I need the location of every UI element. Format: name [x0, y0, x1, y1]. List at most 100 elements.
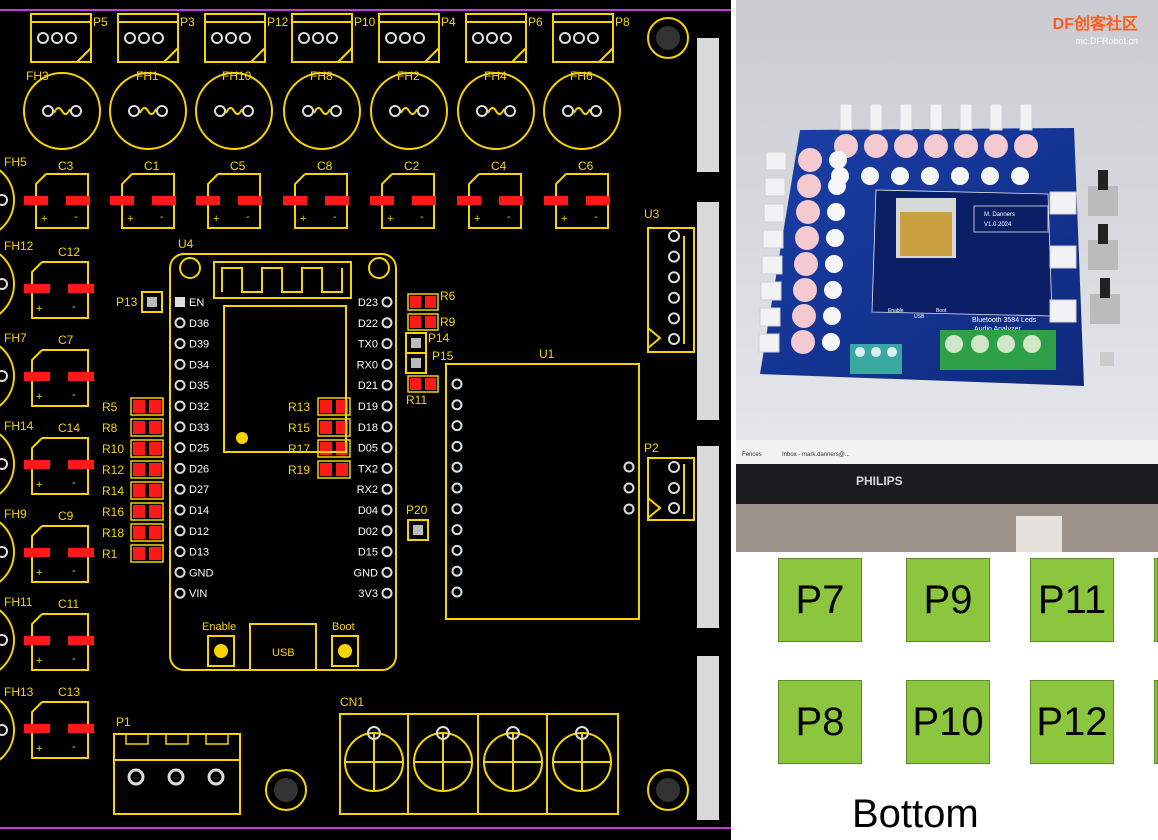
photo-fuse-top-6 [981, 167, 999, 185]
photo-header-left-6 [760, 281, 782, 301]
monitor-brand: PHILIPS [856, 474, 903, 488]
fuse-FH6-pin-a [562, 105, 574, 117]
header-P3-pin-3 [152, 32, 164, 44]
cap-C8-plus: + [300, 213, 306, 225]
left-cap-C11-plus: + [36, 655, 42, 667]
res-R10-pad-b [149, 442, 161, 455]
photo-led-2 [869, 103, 883, 131]
header-P4-body [378, 21, 440, 63]
board-photo-drawing: Fences Inbox - mark.danners@... PHILIPS … [736, 0, 1158, 552]
left-cap-C12-outline [31, 261, 89, 319]
header-P4-tab [378, 13, 440, 23]
photo-teal-screw-1 [855, 347, 865, 357]
r9-outline [407, 313, 439, 331]
u1-outline [445, 363, 640, 620]
u3-outline [647, 227, 695, 353]
res-R19-outline [317, 460, 351, 479]
fuse-label-FH2: FH2 [397, 69, 420, 83]
pin-left-D25 [174, 442, 186, 454]
header-P5-pin-3 [65, 32, 77, 44]
photo-fuse-top-5 [951, 167, 969, 185]
u1-pin-right-3 [623, 503, 635, 515]
left-cap-C7-outline [31, 349, 89, 407]
fuse-FH3-pin-b [70, 105, 82, 117]
res-R12-pad-a [133, 463, 145, 476]
res-R15-pad-a [320, 421, 332, 434]
res-R14-pad-b [149, 484, 161, 497]
pin-label-right-D21: D21 [358, 380, 378, 392]
res-label-R14: R14 [102, 484, 124, 498]
pin-label-left-D27: D27 [189, 484, 209, 496]
photo-fuse-top-4 [921, 167, 939, 185]
res-label-R1: R1 [102, 547, 118, 561]
fuse-FH3-pin-a [42, 105, 54, 117]
pin-right-D21 [381, 379, 393, 391]
p15-label: P15 [432, 349, 454, 363]
bottom-caption: Bottom [852, 792, 979, 836]
p20-label: P20 [406, 503, 428, 517]
res-R15-outline [317, 418, 351, 437]
res-label-R13: R13 [288, 400, 310, 414]
cap-C8-pad-b [325, 196, 349, 205]
header-P5-pin-1 [37, 32, 49, 44]
connector-p12: P12 [1030, 680, 1114, 764]
left-cap-C14-pad-a [24, 460, 50, 469]
header-label-P8: P8 [615, 15, 630, 29]
cap-C6-pad-a [544, 196, 568, 205]
photo-fuse-left-6 [824, 281, 842, 299]
fuse-FH3-symbol [53, 107, 71, 115]
u3-pin-1 [668, 230, 680, 242]
cap-C3-plus: + [41, 213, 47, 225]
photo-cap-left-8 [791, 330, 815, 354]
photo-cap-left-3 [796, 200, 820, 224]
board-photo: Fences Inbox - mark.danners@... PHILIPS … [736, 0, 1158, 552]
left-cap-label-C11: C11 [58, 597, 79, 611]
photo-cap-left-4 [795, 226, 819, 250]
fuse-FH4-pin-b [504, 105, 516, 117]
pin-label-left-D14: D14 [189, 505, 209, 517]
header-P3-pin-2 [138, 32, 150, 44]
u1-pin-left-4 [451, 440, 463, 452]
fuse-FH1-pin-a [128, 105, 140, 117]
left-cap-C12-minus: - [72, 301, 76, 313]
r6-pad-b [425, 296, 436, 308]
header-P12-body [204, 21, 266, 63]
left-fuse-FH11 [0, 609, 15, 671]
pin-right-D05 [381, 442, 393, 454]
photo-board-text-2: V1.0 2024 [984, 222, 1012, 228]
cap-C5-plus: + [213, 213, 219, 225]
cap-label-C8: C8 [317, 159, 333, 173]
header-P8-body [552, 21, 614, 63]
r11-label: R11 [406, 393, 427, 407]
photo-header-left-2 [764, 177, 786, 197]
left-fuse-FH13 [0, 699, 15, 761]
photo-led-7 [1019, 103, 1033, 131]
left-cap-label-C7: C7 [58, 333, 74, 347]
photo-pot-3 [1090, 294, 1120, 324]
photo-board-text-3: Bluetooth 3584 Leds [972, 317, 1037, 324]
fuse-label-FH8: FH8 [310, 69, 333, 83]
res-label-R8: R8 [102, 421, 118, 435]
cap-C1-outline [121, 173, 175, 229]
p13-pad [147, 297, 157, 307]
fuse-label-FH6: FH6 [570, 69, 593, 83]
u1-pin-left-10 [451, 565, 463, 577]
left-cap-C13-minus: - [72, 741, 76, 753]
cap-C2-pad-a [370, 196, 394, 205]
pin-right-RX2 [381, 483, 393, 495]
connector-p9: P9 [906, 558, 990, 642]
header-P8-pin-2 [573, 32, 585, 44]
header-P12-pin-1 [211, 32, 223, 44]
p1-pin-3 [207, 768, 225, 786]
fuse-holder-FH8 [283, 72, 361, 150]
p2-pin-2 [668, 482, 680, 494]
u1-label: U1 [539, 347, 555, 361]
cap-C1-plus: + [127, 213, 133, 225]
res-R1-pad-a [133, 547, 145, 560]
left-cap-label-C13: C13 [58, 685, 80, 699]
cap-C2-minus: - [420, 211, 424, 223]
u1-pin-left-5 [451, 461, 463, 473]
pin-right-D23 [381, 296, 393, 308]
p20-outline [407, 519, 429, 541]
u3-pin-4 [668, 291, 680, 304]
